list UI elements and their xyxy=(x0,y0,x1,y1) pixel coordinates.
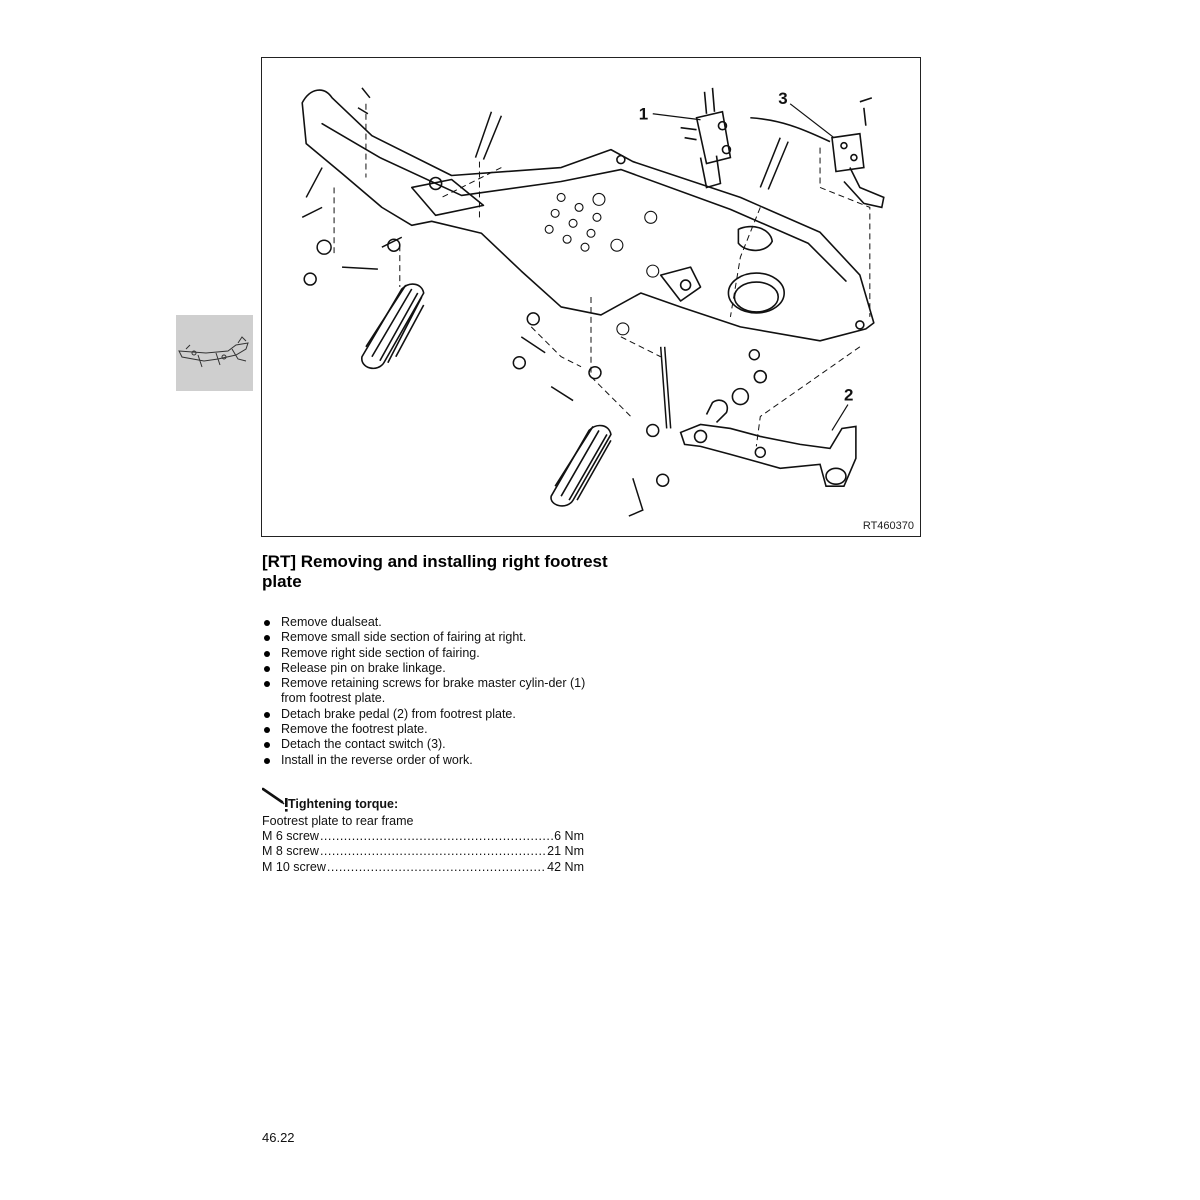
figure-code: RT460370 xyxy=(862,520,914,532)
torque-table: M 6 screw 6 Nm M 8 screw 21 Nm M 10 scre… xyxy=(262,829,584,875)
torque-row: M 10 screw 42 Nm xyxy=(262,860,584,875)
callout-1: 1 xyxy=(639,105,648,124)
torque-heading: Tightening torque: xyxy=(262,786,562,814)
step-item: Remove right side section of fairing. xyxy=(262,646,602,661)
torque-title: Tightening torque: xyxy=(288,797,399,811)
leader-dots xyxy=(327,860,546,875)
section-heading: [RT] Removing and installing right footr… xyxy=(262,552,608,591)
torque-wrench-icon xyxy=(262,787,288,812)
torque-item: M 8 screw xyxy=(262,844,319,859)
torque-row: M 8 screw 21 Nm xyxy=(262,844,584,859)
left-footrest-peg xyxy=(361,283,425,370)
step-item: Detach the contact switch (3). xyxy=(262,737,602,752)
exploded-view-figure: 1 3 2 RT460370 xyxy=(261,57,921,537)
brake-master-cylinder xyxy=(695,110,732,165)
brake-pedal xyxy=(679,423,857,488)
step-item: Detach brake pedal (2) from footrest pla… xyxy=(262,707,602,722)
section-thumb-tab xyxy=(176,315,253,391)
step-item: Remove retaining screws for brake master… xyxy=(262,676,602,707)
callout-2: 2 xyxy=(844,386,853,405)
footrest-plate-outline xyxy=(301,89,875,342)
leader-dots xyxy=(320,844,546,859)
footrest-thumbnail-icon xyxy=(178,336,249,368)
torque-value: 6 Nm xyxy=(554,829,584,843)
leader-dots xyxy=(320,829,553,844)
step-item: Remove small side section of fairing at … xyxy=(262,630,602,645)
torque-value: 21 Nm xyxy=(547,844,584,859)
torque-row: M 6 screw 6 Nm xyxy=(262,829,584,844)
footrest-plate-diagram: 1 3 2 xyxy=(301,87,885,517)
torque-value: 42 Nm xyxy=(547,859,584,874)
torque-subtitle: Footrest plate to rear frame xyxy=(262,814,414,828)
step-item: Remove dualseat. xyxy=(262,615,602,630)
callout-3: 3 xyxy=(778,89,787,108)
step-item: Remove the footrest plate. xyxy=(262,722,602,737)
torque-item: M 10 screw xyxy=(262,859,326,874)
page-number: 46.22 xyxy=(262,1130,295,1145)
step-item: Install in the reverse order of work. xyxy=(262,753,602,768)
contact-switch-bracket xyxy=(831,132,865,173)
step-item: Release pin on brake linkage. xyxy=(262,661,602,676)
procedure-steps: Remove dualseat. Remove small side secti… xyxy=(262,615,602,768)
right-footrest-peg xyxy=(550,424,612,507)
torque-item: M 6 screw xyxy=(262,829,319,843)
